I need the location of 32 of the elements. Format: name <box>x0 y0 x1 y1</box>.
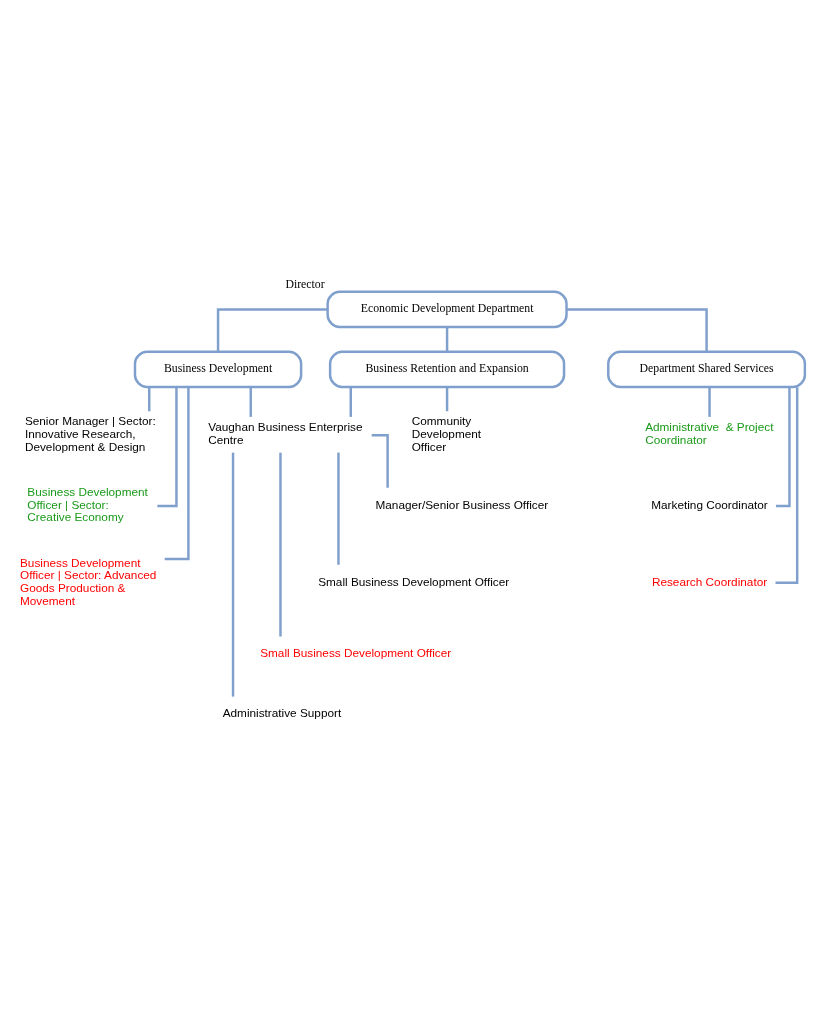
connector <box>249 386 252 417</box>
connector <box>445 386 449 411</box>
node-box: Business Retention and Expansion <box>328 349 566 388</box>
node-text: Manager/Senior Business Officer <box>375 497 549 511</box>
connector <box>279 452 282 636</box>
node-text: Small Business Development Officer <box>318 574 510 588</box>
node-text: Senior Manager | Sector: Innovative Research, Development & Design <box>24 413 156 453</box>
connector <box>148 386 151 411</box>
connector <box>566 307 708 351</box>
connector <box>708 386 711 417</box>
node-text: Vaughan Business Enterprise Centre <box>208 419 363 446</box>
node-box: Department Shared Services <box>607 349 807 388</box>
node-text: Business Development Officer | Sector: Creative Economy <box>27 484 148 523</box>
connector <box>164 386 190 560</box>
connector <box>216 307 328 351</box>
connector <box>231 452 235 697</box>
connector <box>775 386 799 584</box>
node-text: Small Business Development Officer <box>260 645 452 659</box>
node-label: Director <box>285 276 325 291</box>
connector <box>157 386 178 507</box>
node-text: Business Development Officer | Sector: Advanced Goods Production & Movement <box>19 555 157 607</box>
node-text: Administrative & Project Coordinator <box>645 419 774 446</box>
node-text: Marketing Coordinator <box>651 497 768 511</box>
connector <box>445 326 449 351</box>
node-text: Administrative Support <box>222 705 342 719</box>
node-text: Research Coordinator <box>651 574 768 588</box>
connector <box>337 452 340 565</box>
connector <box>775 386 791 507</box>
node-box: Business Development <box>133 349 303 388</box>
connector <box>349 386 352 417</box>
node-text: Community Development Officer <box>411 413 482 453</box>
node-box: Economic Development Department <box>326 289 568 328</box>
